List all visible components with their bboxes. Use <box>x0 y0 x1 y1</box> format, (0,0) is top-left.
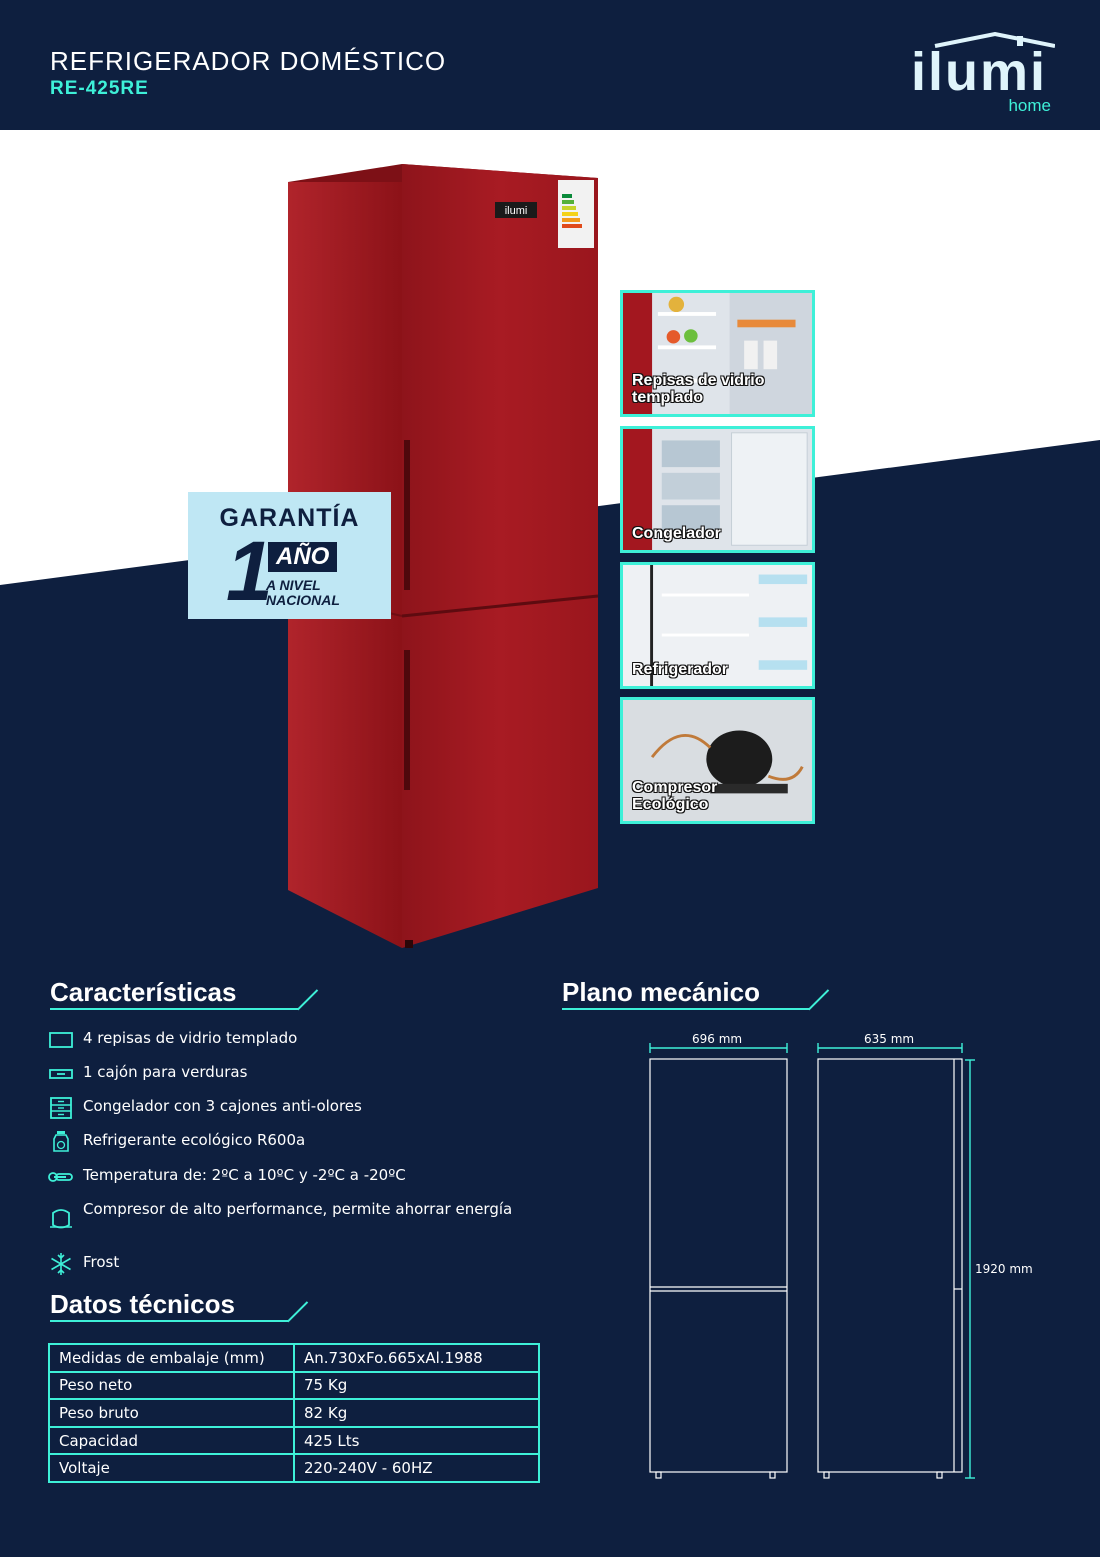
warranty-unit: AÑO <box>268 542 338 572</box>
thumbnail-compressor: Compresor Ecológico <box>620 697 815 824</box>
brand-logo: ilumi home <box>905 32 1055 118</box>
depth-dimension: 635 mm <box>864 1032 915 1046</box>
feature-item: 4 repisas de vidrio templado <box>48 1028 518 1051</box>
features-heading: Características <box>50 977 237 1007</box>
spec-value: 82 Kg <box>293 1398 540 1428</box>
eco-gas-icon <box>48 1131 74 1153</box>
house-roof-icon <box>934 32 1055 48</box>
product-title: REFRIGERADOR DOMÉSTICO <box>50 46 447 76</box>
thumbnail-shelves: Repisas de vidrio templado <box>620 290 815 417</box>
warranty-line1: A NIVEL <box>266 577 321 593</box>
spec-value: 425 Lts <box>293 1425 540 1456</box>
feature-text: Frost <box>83 1253 120 1271</box>
thumbnail-label: Repisas de vidrio templado <box>632 372 765 406</box>
thumbnail-label: Compresor Ecológico <box>632 779 718 813</box>
table-row: Peso bruto 82 Kg <box>48 1398 540 1428</box>
warranty-line2: NACIONAL <box>266 592 340 608</box>
spec-value: 220-240V - 60HZ <box>293 1453 540 1483</box>
feature-item: Refrigerante ecológico R600a <box>48 1130 518 1153</box>
feature-text: 4 repisas de vidrio templado <box>83 1029 298 1047</box>
product-model: RE-425RE <box>50 78 149 99</box>
mechanical-plan <box>640 1030 1060 1490</box>
feature-text: 1 cajón para verduras <box>83 1063 248 1081</box>
width-dimension: 696 mm <box>692 1032 743 1046</box>
fridge-badge: ilumi <box>505 205 528 217</box>
table-row: Peso neto 75 Kg <box>48 1370 540 1401</box>
spec-key: Medidas de embalaje (mm) <box>48 1343 295 1373</box>
spec-key: Capacidad <box>48 1425 295 1456</box>
feature-text: Congelador con 3 cajones anti-olores <box>83 1097 362 1115</box>
feature-item: 1 cajón para verduras <box>48 1062 518 1085</box>
specs-heading: Datos técnicos <box>50 1289 235 1319</box>
thumbnail-label: Congelador <box>632 525 721 542</box>
spec-key: Voltaje <box>48 1453 295 1483</box>
feature-item: Compresor de alto performance, permite a… <box>48 1199 518 1230</box>
plan-heading: Plano mecánico <box>562 977 760 1007</box>
compressor-photo <box>623 700 812 821</box>
height-dimension: 1920 mm <box>975 1262 1033 1276</box>
table-row: Voltaje 220-240V - 60HZ <box>48 1453 540 1483</box>
shelves-photo <box>623 293 812 414</box>
plan-underline <box>562 1008 809 1010</box>
feature-text: Refrigerante ecológico R600a <box>83 1131 306 1149</box>
thermometer-icon <box>48 1166 74 1188</box>
specs-table: Medidas de embalaje (mm) An.730xFo.665xA… <box>48 1343 540 1483</box>
freezer-photo <box>623 429 812 550</box>
features-underline <box>50 1008 298 1010</box>
specs-underline <box>50 1320 288 1322</box>
thumbnail-label: Refrigerador <box>632 661 729 678</box>
thumbnail-freezer: Congelador <box>620 426 815 553</box>
header-bar: REFRIGERADOR DOMÉSTICO RE-425RE ilumi ho… <box>0 0 1100 130</box>
warranty-number: 1 <box>226 524 273 618</box>
feature-item: Frost <box>48 1252 518 1275</box>
spec-value: 75 Kg <box>293 1370 540 1401</box>
fridge-photo <box>623 565 812 686</box>
feature-item: Congelador con 3 cajones anti-olores <box>48 1096 518 1119</box>
drawer-icon <box>48 1063 74 1085</box>
plan-drawing <box>649 1043 975 1479</box>
compressor-icon <box>48 1208 74 1230</box>
snowflake-icon <box>48 1253 74 1275</box>
warranty-badge: GARANTÍA 1 AÑO A NIVEL NACIONAL <box>188 492 391 619</box>
logo-sub: home <box>1008 96 1051 115</box>
spec-key: Peso neto <box>48 1370 295 1401</box>
table-row: Capacidad 425 Lts <box>48 1425 540 1456</box>
spec-value: An.730xFo.665xAl.1988 <box>293 1343 540 1373</box>
logo-word: ilumi <box>911 42 1048 102</box>
shelf-icon <box>48 1029 74 1051</box>
spec-key: Peso bruto <box>48 1398 295 1428</box>
thumbnail-fridge: Refrigerador <box>620 562 815 689</box>
table-row: Medidas de embalaje (mm) An.730xFo.665xA… <box>48 1343 540 1373</box>
feature-text: Compresor de alto performance, permite a… <box>83 1200 513 1218</box>
warranty-title: GARANTÍA <box>219 504 360 532</box>
feature-item: Temperatura de: 2ºC a 10ºC y -2ºC a -20º… <box>48 1165 518 1188</box>
freezer-drawers-icon <box>48 1097 74 1119</box>
feature-text: Temperatura de: 2ºC a 10ºC y -2ºC a -20º… <box>83 1166 406 1184</box>
warranty-scope: A NIVEL NACIONAL <box>266 578 340 608</box>
